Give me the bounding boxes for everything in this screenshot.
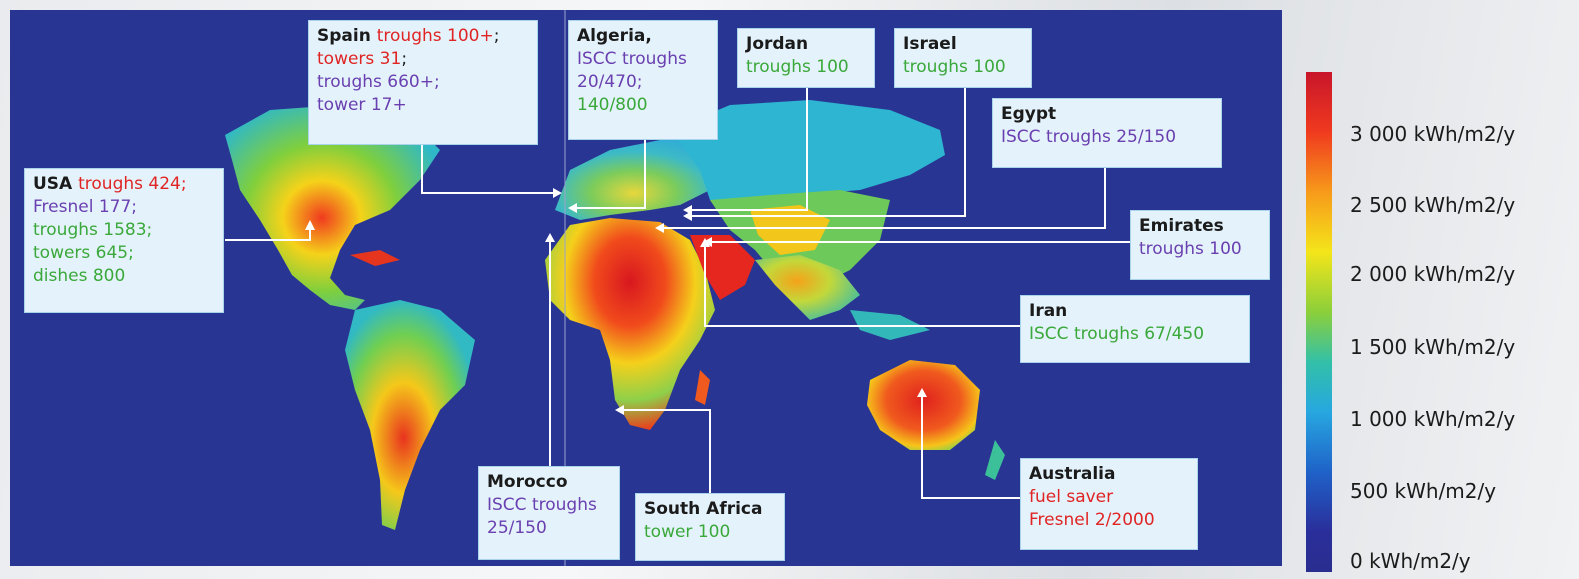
callout-text: 25/150 — [487, 518, 547, 538]
arrow-algeria — [575, 130, 646, 209]
arrowhead-morocco — [545, 233, 555, 242]
callout-text: ISCC troughs — [577, 49, 687, 69]
arrow-south-africa — [622, 409, 711, 493]
callout-text: troughs 100 — [1139, 239, 1242, 259]
arrowhead-spain — [553, 188, 562, 198]
callout-text: troughs 660+; — [317, 72, 440, 92]
callout-text: Israel — [903, 34, 957, 54]
callout-text: Emirates — [1139, 216, 1224, 236]
callout-text: troughs 424; — [78, 174, 187, 194]
arrowhead-egypt — [655, 223, 664, 233]
callout-text: Iran — [1029, 301, 1068, 321]
arrow-jordan — [690, 88, 808, 211]
callout-text: 140/800 — [577, 95, 648, 115]
arrow-egypt — [662, 168, 1106, 229]
legend-label-2500: 2 500 kWh/m2/y — [1350, 193, 1516, 217]
legend-label-3000: 3 000 kWh/m2/y — [1350, 122, 1516, 146]
callout-israel: Israel troughs 100 — [894, 28, 1032, 88]
callout-text: Fresnel 177; — [33, 197, 138, 217]
madagascar — [695, 370, 710, 405]
arrowhead-emirates — [703, 237, 712, 247]
legend-label-1000: 1 000 kWh/m2/y — [1350, 407, 1516, 431]
callout-text: South Africa — [644, 499, 763, 519]
callout-text: ISCC troughs 67/450 — [1029, 324, 1205, 344]
callout-spain: Spain troughs 100+;towers 31;troughs 660… — [308, 20, 538, 145]
callout-text: Jordan — [746, 34, 809, 54]
callout-text: troughs 100 — [903, 57, 1006, 77]
callout-text: ; — [401, 49, 408, 69]
irradiance-color-scale — [1306, 72, 1332, 572]
legend-label-500: 500 kWh/m2/y — [1350, 479, 1497, 503]
callout-text: Morocco — [487, 472, 568, 492]
legend-label-2000: 2 000 kWh/m2/y — [1350, 262, 1516, 286]
callout-text: 20/470; — [577, 72, 643, 92]
legend-label-0: 0 kWh/m2/y — [1350, 549, 1471, 573]
callout-text: tower 100 — [644, 522, 731, 542]
callout-text: Spain — [317, 26, 377, 46]
europe — [555, 130, 730, 220]
callout-text: troughs 1583; — [33, 220, 153, 240]
arrowhead-algeria — [568, 203, 577, 213]
legend-label-1500: 1 500 kWh/m2/y — [1350, 335, 1516, 359]
callout-usa: USA troughs 424; Fresnel 177; troughs 1583… — [24, 168, 224, 313]
arrowhead-iran — [700, 238, 710, 247]
north-america — [225, 105, 440, 310]
callout-text: troughs 100 — [746, 57, 849, 77]
callout-emirates: Emirates troughs 100 — [1130, 210, 1270, 280]
callout-algeria: Algeria, ISCC troughs 20/470; 140/800 — [568, 20, 718, 140]
callout-text: towers 645; — [33, 243, 134, 263]
australia — [867, 360, 980, 450]
arrowhead-israel — [683, 211, 692, 221]
callout-jordan: Jordan troughs 100 — [737, 28, 875, 88]
callout-text: USA — [33, 174, 79, 194]
callout-text: Egypt — [1001, 104, 1057, 124]
arrowhead-usa — [305, 220, 315, 230]
callout-text: tower 17+ — [317, 95, 407, 115]
callout-text: fuel saver — [1029, 487, 1114, 507]
africa — [545, 218, 715, 430]
callout-text: ; — [493, 26, 500, 46]
world-irradiance-map — [225, 10, 1130, 566]
new-zealand — [985, 440, 1005, 480]
callout-text: troughs 100+ — [376, 26, 494, 46]
arrow-israel — [690, 88, 966, 217]
arrowhead-south-africa — [615, 405, 624, 415]
callout-text: Australia — [1029, 464, 1116, 484]
callout-text: Fresnel 2/2000 — [1029, 510, 1155, 530]
solar-map-panel: USA troughs 424; Fresnel 177; troughs 1583… — [10, 10, 1282, 566]
arabia — [690, 235, 755, 300]
callout-south-africa: South Africa tower 100 — [635, 493, 785, 561]
arrow-australia — [921, 395, 1020, 499]
callout-text: Algeria, — [577, 26, 652, 46]
callout-text: ISCC troughs — [487, 495, 597, 515]
arrow-iran — [704, 245, 1020, 327]
callout-text: dishes 800 — [33, 266, 126, 286]
caribbean — [350, 250, 400, 266]
india — [755, 255, 860, 320]
arrowhead-australia — [917, 388, 927, 397]
arrow-spain — [421, 145, 555, 194]
south-america — [345, 300, 475, 530]
callout-text: ISCC troughs 25/150 — [1001, 127, 1177, 147]
callout-text: towers 31 — [317, 49, 402, 69]
